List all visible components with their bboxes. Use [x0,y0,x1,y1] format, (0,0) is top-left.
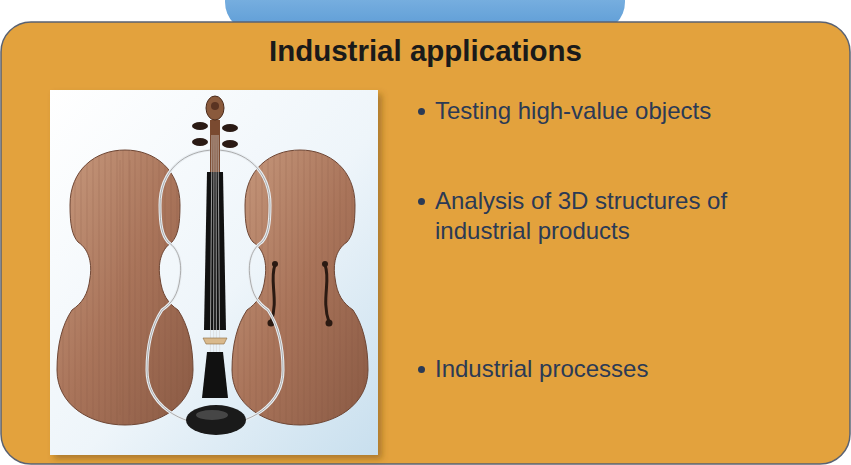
bullet-text: Analysis of 3D structures of industrial … [435,186,755,246]
bullet-text: Industrial processes [435,354,755,384]
panel [1,22,850,464]
bullet-dot [418,366,425,373]
bullet-dot [418,198,425,205]
text-slot: Testing high-value objects [435,96,755,126]
panel-title: Industrial applications [0,34,851,68]
bullet-dot [418,108,425,115]
text-slot: Industrial processes [435,354,755,384]
image-frame [50,90,378,455]
violin-illustration [57,96,368,435]
text-slot: Analysis of 3D structures of industrial … [435,186,755,246]
bullet-text: Testing high-value objects [435,96,755,126]
panel-node: Industrial applicationsTesting high-valu… [0,22,851,465]
text-slot: Industrial applications [0,34,851,68]
